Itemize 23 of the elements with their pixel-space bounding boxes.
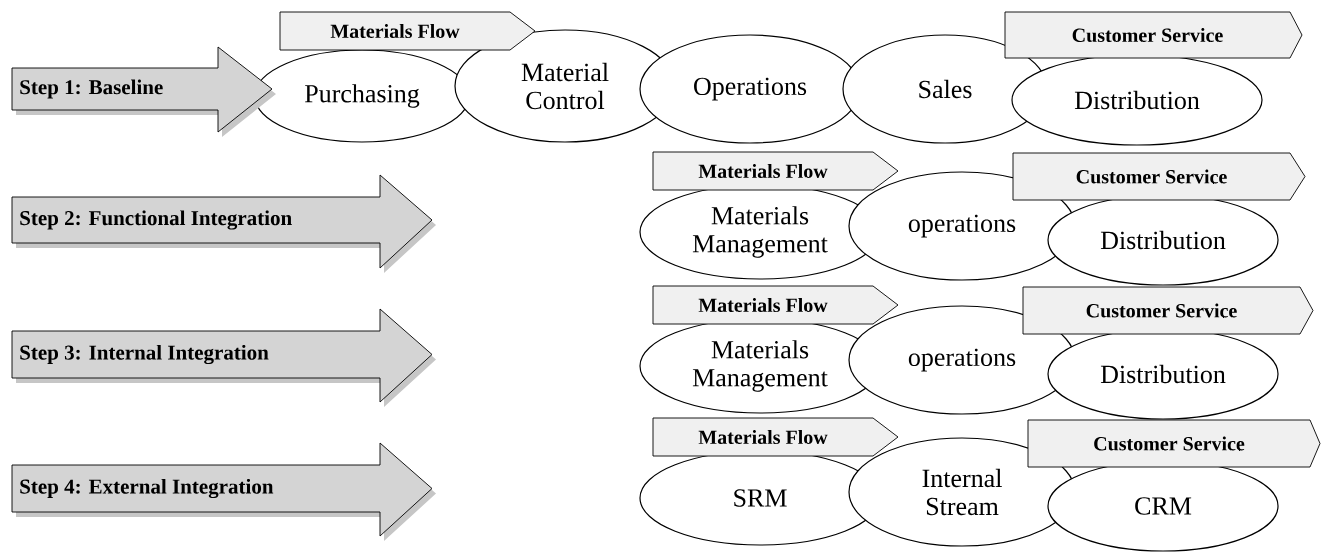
ellipse-node: CRM — [1047, 460, 1279, 552]
ellipse-node: Distribution — [1047, 194, 1279, 286]
step-banner: Step 4: External Integration — [11, 442, 436, 541]
pentagon-tag: Materials Flow — [652, 285, 899, 325]
node-label: CRM — [1135, 497, 1192, 515]
ellipse-node: Distribution — [1047, 328, 1279, 420]
pentagon-tag: Materials Flow — [279, 11, 536, 51]
pentagon-tag: Materials Flow — [652, 151, 899, 191]
ellipse-node: Operations — [639, 34, 861, 144]
step-banner: Step 2: Functional Integration — [11, 174, 436, 273]
pentagon-tag: Customer Service — [1027, 419, 1321, 468]
pentagon-tag: Materials Flow — [652, 417, 899, 457]
pentagon-tag: Customer Service — [1022, 286, 1314, 335]
pentagon-tag: Customer Service — [1004, 11, 1303, 59]
step-banner: Step 3: Internal Integration — [11, 308, 436, 407]
pentagon-tag: Customer Service — [1012, 152, 1306, 201]
ellipse-node: Distribution — [1011, 54, 1263, 146]
ellipse-node: Sales — [842, 34, 1048, 144]
ellipse-node: Purchasing — [254, 49, 470, 143]
node-label: Internal Stream — [922, 468, 1002, 516]
ellipse-node: operations — [848, 171, 1076, 281]
ellipse-node: operations — [848, 305, 1076, 415]
step-banner: Step 1: Baseline — [11, 46, 276, 137]
